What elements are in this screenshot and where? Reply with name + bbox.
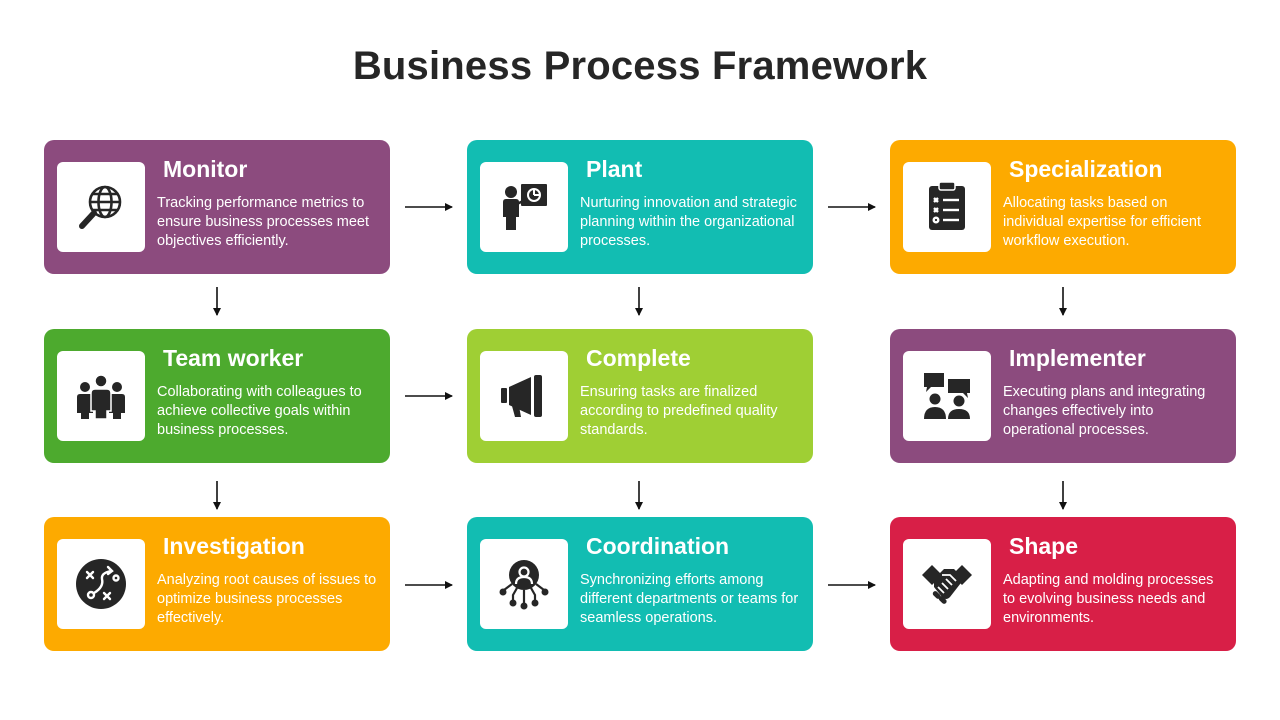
- card-description: Adapting and molding processes to evolvi…: [1003, 572, 1214, 626]
- card-description: Collaborating with colleagues to achieve…: [157, 384, 362, 438]
- card-title: Coordination: [586, 533, 730, 559]
- network-user-icon: [499, 560, 549, 610]
- card-title: Team worker: [163, 345, 304, 371]
- card-team-worker: Team worker Collaborating with colleague…: [44, 329, 390, 463]
- card-description: Allocating tasks based on individual exp…: [1003, 195, 1202, 249]
- card-complete: Complete Ensuring tasks are finalized ac…: [467, 329, 813, 463]
- card-title: Monitor: [163, 156, 248, 182]
- card-description: Nurturing innovation and strategic plann…: [580, 195, 797, 249]
- page-title: Business Process Framework: [352, 44, 928, 88]
- discussion-icon: [924, 373, 970, 419]
- card-title: Investigation: [163, 533, 305, 559]
- card-title: Plant: [586, 156, 643, 182]
- card-title: Shape: [1009, 533, 1079, 559]
- card-title: Implementer: [1009, 345, 1146, 371]
- card-description: Ensuring tasks are finalized according t…: [580, 384, 778, 438]
- card-coordination: Coordination Synchronizing efforts among…: [467, 517, 813, 651]
- presenter-chart-icon: [503, 184, 547, 230]
- card-specialization: Specialization Allocating tasks based on…: [890, 140, 1236, 274]
- card-title: Complete: [586, 345, 691, 371]
- card-description: Tracking performance metrics to ensure b…: [157, 195, 369, 249]
- card-title: Specialization: [1009, 156, 1163, 182]
- card-plant: Plant Nurturing innovation and strategic…: [467, 140, 813, 274]
- card-description: Analyzing root causes of issues to optim…: [157, 572, 377, 626]
- globe-search-icon: [79, 185, 122, 229]
- team-icon: [77, 374, 125, 420]
- card-description: Synchronizing efforts among different de…: [580, 572, 799, 626]
- card-shape: Shape Adapting and molding processes to …: [890, 517, 1236, 651]
- clipboard-checklist-icon: [929, 181, 965, 230]
- handshake-icon: [922, 565, 972, 604]
- card-description: Executing plans and integrating changes …: [1003, 384, 1206, 438]
- card-monitor: Monitor Tracking performance metrics to …: [44, 140, 390, 274]
- megaphone-icon: [501, 375, 542, 417]
- card-investigation: Investigation Analyzing root causes of i…: [44, 517, 390, 651]
- card-implementer: Implementer Executing plans and integrat…: [890, 329, 1236, 463]
- strategy-icon: [76, 559, 126, 609]
